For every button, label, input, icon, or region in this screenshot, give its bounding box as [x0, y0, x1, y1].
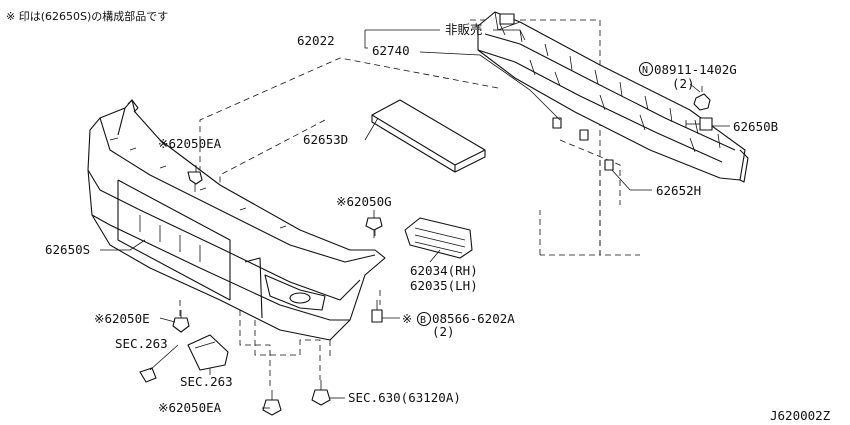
bumper-fascia-62650s	[87, 99, 386, 341]
leader-lines	[100, 29, 730, 409]
label-sec263-b: SEC.263	[180, 374, 233, 389]
label-sec630: SEC.630(63120A)	[348, 390, 461, 405]
label-08566-mark: ※	[402, 312, 412, 326]
label-62740: 62740	[372, 43, 410, 58]
diagram-code: J620002Z	[770, 408, 831, 423]
label-62050ea-top: ※62050EA	[158, 136, 222, 151]
label-08911-qty: (2)	[672, 76, 695, 91]
clip-62050ea-top-icon	[187, 171, 203, 192]
label-62022: 62022	[297, 33, 335, 48]
label-08566-qty: (2)	[432, 324, 455, 339]
bolt-08566-icon	[371, 300, 383, 323]
label-62050e: ※62050E	[94, 311, 150, 326]
svg-text:N: N	[642, 65, 648, 76]
label-62653d: 62653D	[303, 132, 348, 147]
label-62050ea-bottom: ※62050EA	[158, 400, 222, 415]
label-sec263-a: SEC.263	[115, 336, 168, 351]
clip-62050ea-bottom-icon	[262, 390, 282, 416]
screw-sec263-icon	[139, 367, 157, 383]
clip-sec630-icon	[311, 380, 331, 406]
bolt-symbol: B	[416, 311, 432, 327]
label-62652h: 62652H	[656, 183, 701, 198]
label-62650s: 62650S	[45, 242, 90, 257]
nut-symbol: N	[638, 61, 654, 77]
label-hihanbai: 非販売	[445, 22, 483, 37]
label-08911-1402g: 08911-1402G	[654, 62, 737, 77]
nut-fastener-icon	[693, 86, 711, 111]
foam-pad-62653d	[371, 99, 486, 173]
reinforcement-beam	[477, 11, 749, 183]
label-62050g: ※62050G	[336, 194, 392, 209]
header-note: ※ 印は(62650S)の構成部品です	[6, 9, 168, 23]
bolt-62650b-icon	[685, 117, 713, 131]
label-62034-rh: 62034(RH)	[410, 263, 478, 278]
label-08566-6202a: 08566-6202A	[432, 311, 515, 326]
label-62650b: 62650B	[733, 119, 778, 134]
cover-sec263	[187, 334, 229, 371]
clip-62050g-icon	[365, 217, 383, 238]
label-62035-lh: 62035(LH)	[410, 278, 478, 293]
clip-62050e-icon	[172, 310, 190, 333]
fog-grille-62034	[404, 217, 473, 259]
svg-text:B: B	[420, 315, 426, 326]
